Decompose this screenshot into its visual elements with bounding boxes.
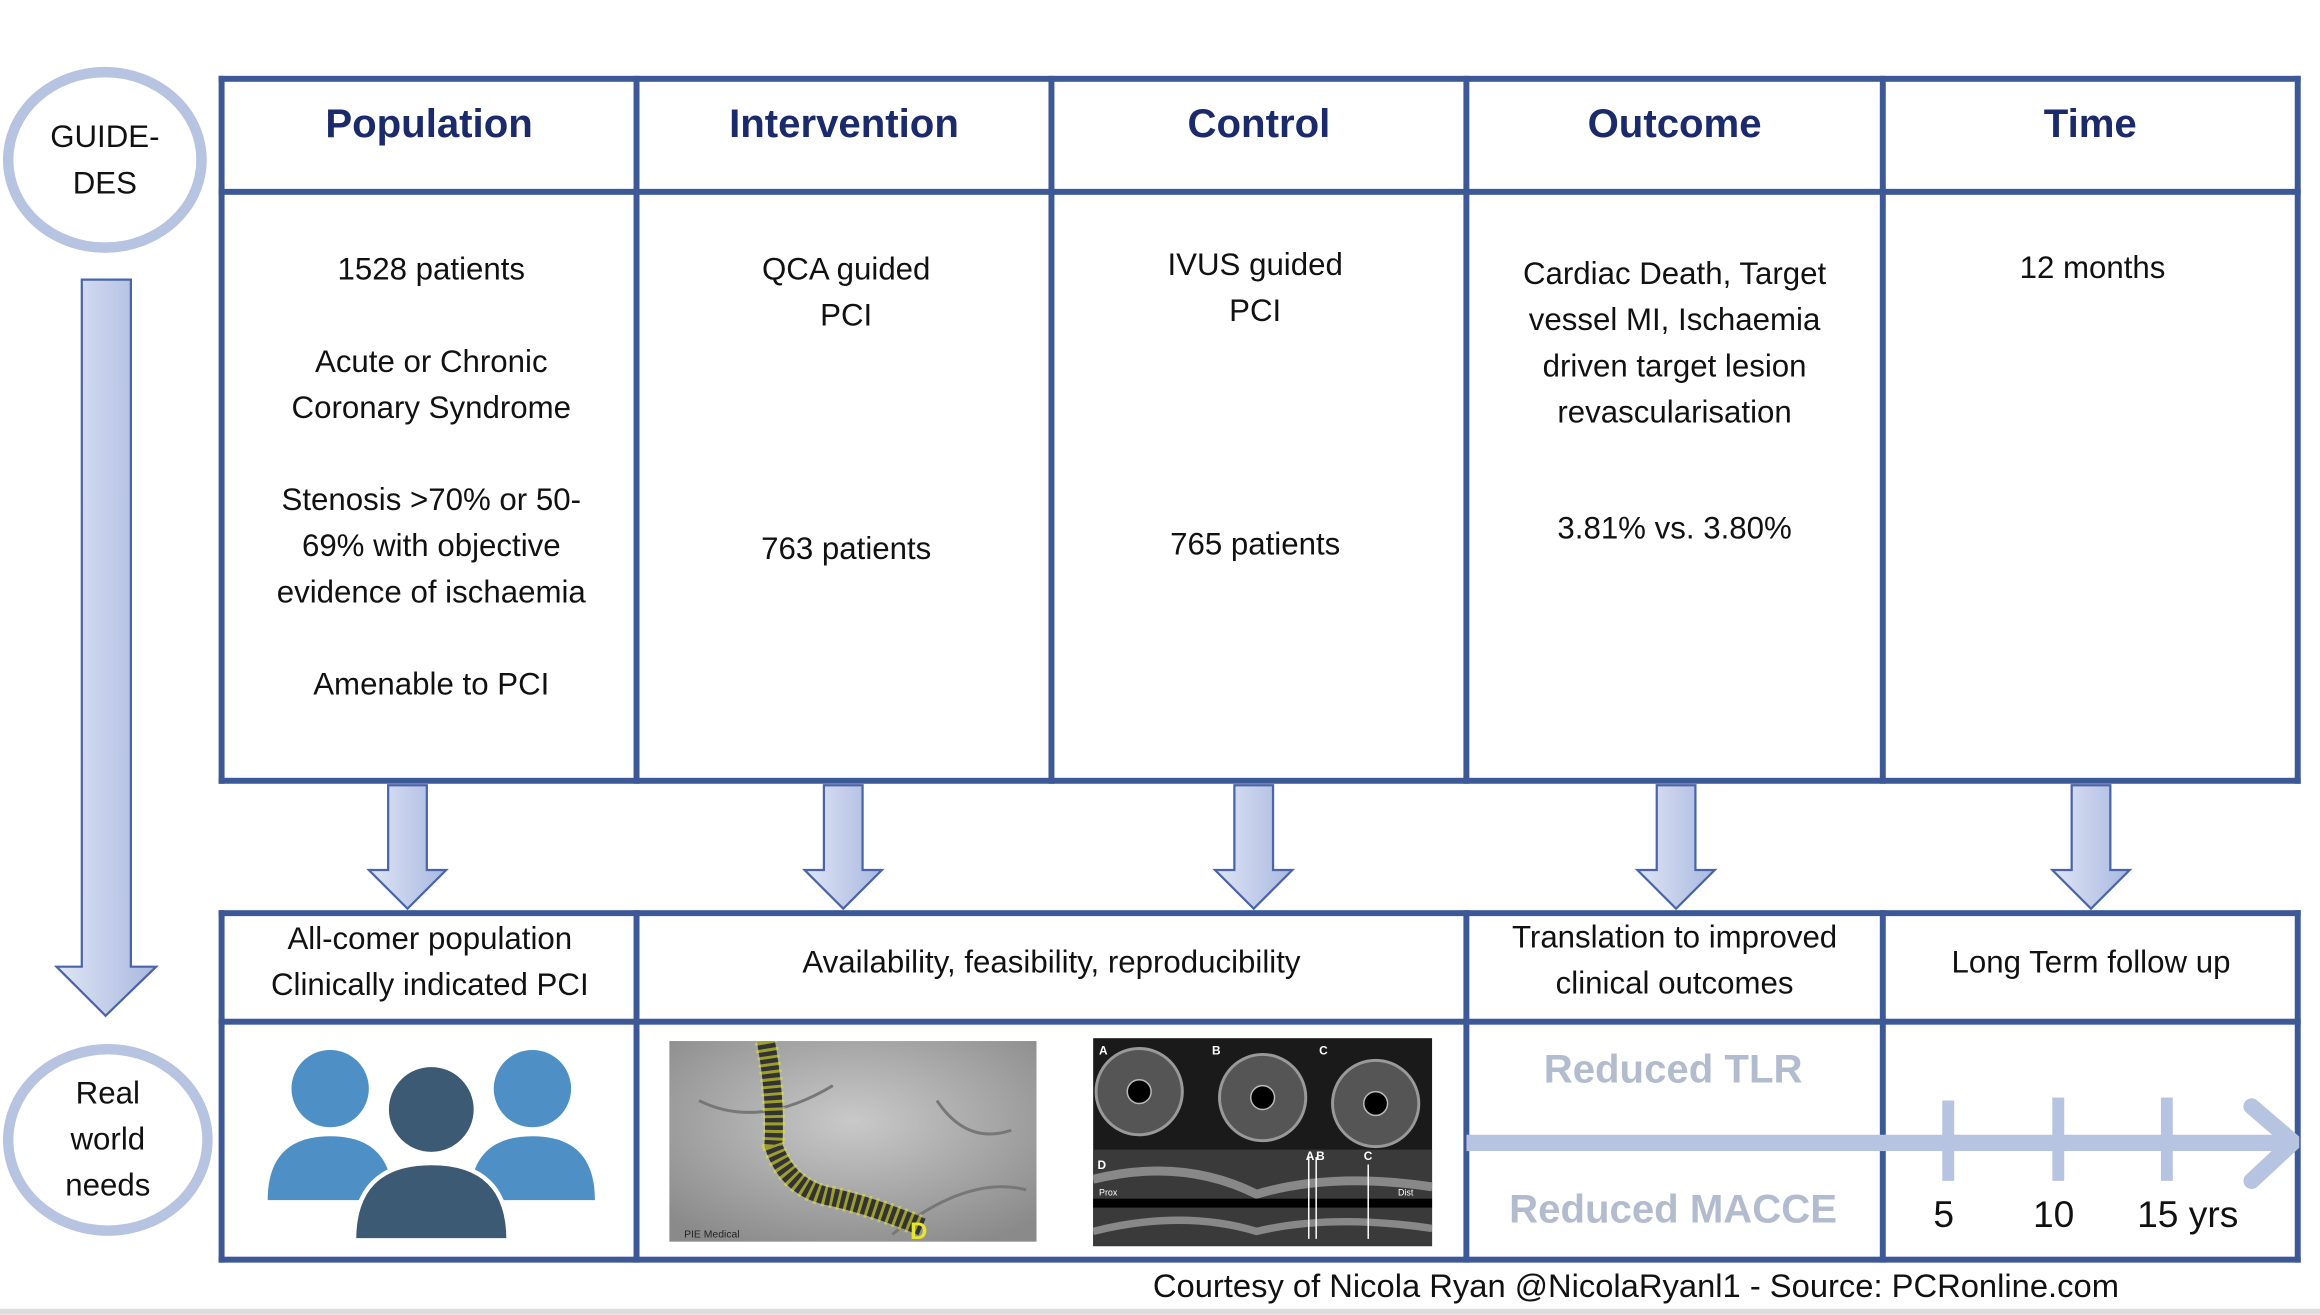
badge-line: Real: [75, 1076, 140, 1111]
control-text: IVUS guided: [1167, 248, 1343, 283]
timeline-label: 15 yrs: [2137, 1194, 2239, 1236]
timeline-tick: [2160, 1097, 2173, 1181]
header-control: Control: [1187, 100, 1331, 146]
real-world-needs-badge: Real world needs: [2, 1044, 213, 1236]
benefit-reduced-tlr: Reduced TLR: [1543, 1046, 1803, 1092]
intervention-count: 763 patients: [761, 532, 932, 567]
time-cell: 12 months: [1886, 245, 2299, 291]
needs-text: clinical outcomes: [1555, 966, 1794, 1001]
outcome-cell: Cardiac Death, Target vessel MI, Ischaem…: [1469, 251, 1879, 551]
footer-credit: Courtesy of Nicola Ryan @NicolaRyanl1 - …: [1152, 1267, 2119, 1305]
population-text: Stenosis >70% or 50-: [281, 483, 582, 518]
outcome-result: 3.81% vs. 3.80%: [1557, 511, 1792, 546]
outcome-text: revascularisation: [1557, 395, 1792, 430]
angio-caption: PIE Medical: [684, 1229, 740, 1240]
ivus-label: C: [1319, 1043, 1328, 1057]
ivus-image: A B C D A B C Prox Dist: [1093, 1038, 1433, 1247]
down-arrow-icon: [801, 784, 885, 911]
control-cell: IVUS guided PCI 765 patients: [1054, 242, 1456, 568]
people-icon: [267, 1049, 595, 1243]
needs-population: All-comer population Clinically indicate…: [225, 916, 635, 1008]
ivus-prox: Prox: [1099, 1188, 1118, 1198]
timeline-label: 10: [2033, 1194, 2075, 1236]
needs-time: Long Term follow up: [1951, 945, 2231, 981]
badge-line: DES: [72, 165, 137, 201]
population-cell: 1528 patients Acute or Chronic Coronary …: [225, 247, 638, 708]
ivus-label: B: [1212, 1043, 1221, 1057]
timeline-arrow: [1466, 1097, 2300, 1190]
population-text: Coronary Syndrome: [291, 391, 572, 426]
ivus-label: A: [1099, 1043, 1108, 1057]
benefit-reduced-macce: Reduced MACCE: [1509, 1186, 1838, 1232]
control-count: 765 patients: [1170, 527, 1341, 563]
ivus-marker: A: [1306, 1149, 1315, 1163]
timeline-tick: [2052, 1097, 2065, 1181]
population-text: Acute or Chronic: [314, 345, 548, 380]
ivus-marker: C: [1364, 1149, 1373, 1163]
ivus-label: D: [1098, 1158, 1107, 1172]
population-text: Amenable to PCI: [313, 667, 550, 702]
outcome-text: vessel MI, Ischaemia: [1528, 303, 1821, 338]
intervention-text: QCA guided: [762, 252, 931, 288]
population-count: 1528 patients: [337, 252, 526, 288]
needs-text: Translation to improved: [1511, 920, 1838, 955]
population-text: evidence of ischaemia: [276, 575, 586, 610]
down-arrow-icon: [366, 784, 449, 911]
timeline-label: 5: [1933, 1194, 1955, 1236]
header-outcome: Outcome: [1587, 100, 1762, 146]
needs-outcome: Translation to improved clinical outcome…: [1469, 915, 1879, 1007]
badge-line: world: [70, 1122, 146, 1158]
down-arrow-icon: [1634, 784, 1718, 911]
outcome-text: driven target lesion: [1542, 349, 1807, 384]
down-arrow-icon: [1212, 784, 1296, 911]
time-value: 12 months: [2019, 251, 2166, 286]
intervention-cell: QCA guided PCI 763 patients: [639, 247, 1052, 573]
needs-text: Clinically indicated PCI: [270, 968, 589, 1003]
down-arrow-icon: [53, 278, 159, 1018]
badge-line: GUIDE-: [50, 119, 160, 154]
population-text: 69% with objective: [301, 529, 561, 564]
ivus-dist: Dist: [1398, 1188, 1414, 1198]
guide-des-badge: GUIDE- DES: [2, 66, 207, 253]
angio-marker: D: [910, 1218, 927, 1242]
connector-arrows: [366, 784, 2133, 911]
angiogram-image: PIE Medical D: [669, 1041, 1037, 1242]
needs-text: All-comer population: [287, 922, 573, 957]
needs-technique: Availability, feasibility, reproducibili…: [802, 945, 1301, 981]
down-arrow-icon: [2049, 784, 2133, 911]
bottom-divider: [0, 1308, 2320, 1315]
arrow-head-icon: [2243, 1098, 2300, 1190]
header-time: Time: [2043, 100, 2137, 146]
badge-line: needs: [65, 1168, 151, 1204]
header-population: Population: [325, 100, 533, 146]
control-text: PCI: [1229, 294, 1282, 329]
outcome-text: Cardiac Death, Target: [1522, 257, 1827, 292]
header-intervention: Intervention: [729, 100, 959, 146]
intervention-text: PCI: [820, 298, 873, 334]
timeline-tick: [1942, 1100, 1955, 1181]
ivus-marker: B: [1316, 1149, 1325, 1163]
